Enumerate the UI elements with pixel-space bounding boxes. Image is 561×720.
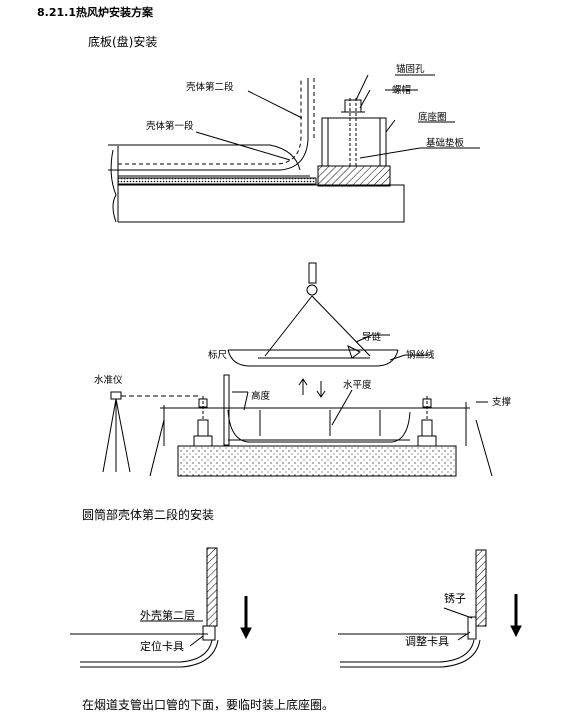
label-anchor-hole: 锚固孔 <box>396 63 425 75</box>
label-level-instrument: 水准仪 <box>94 374 123 386</box>
label-support: 支撑 <box>492 396 512 408</box>
page-heading: 8.21.1热风炉安装方案 <box>37 6 153 19</box>
label-base-ring: 底座圈 <box>418 111 447 123</box>
note-text: 在烟道支管出口管的下面，要临时装上底座圈。 <box>82 698 335 712</box>
label-height: 高度 <box>251 390 271 402</box>
label-shell-second: 壳体第二段 <box>186 81 234 93</box>
label-adjusting-clamp: 调整卡具 <box>405 634 449 648</box>
caption-cylinder: 圆筒部壳体第二段的安装 <box>82 508 215 522</box>
diagram-bottom-plate <box>108 74 480 223</box>
label-shell-first: 壳体第一段 <box>146 120 194 132</box>
label-foundation-pad: 基础垫板 <box>426 137 465 149</box>
label-wedge: 锈子 <box>444 592 466 605</box>
label-scale: 标尺 <box>208 349 228 361</box>
caption-bottom-plate: 底板(盘)安装 <box>88 35 158 49</box>
label-nut: 螺帽 <box>392 84 411 96</box>
label-guide-chain: 导链 <box>362 331 382 343</box>
label-outer-shell-second-layer: 外壳第二层 <box>140 608 195 622</box>
label-wire-rope: 钢丝线 <box>406 349 435 361</box>
diagram-cylinder-right <box>338 549 522 668</box>
label-positioning-clamp: 定位卡具 <box>140 639 184 653</box>
label-level: 水平度 <box>343 379 372 391</box>
diagram-cylinder-left <box>70 547 252 668</box>
diagram-lifting <box>102 262 493 477</box>
